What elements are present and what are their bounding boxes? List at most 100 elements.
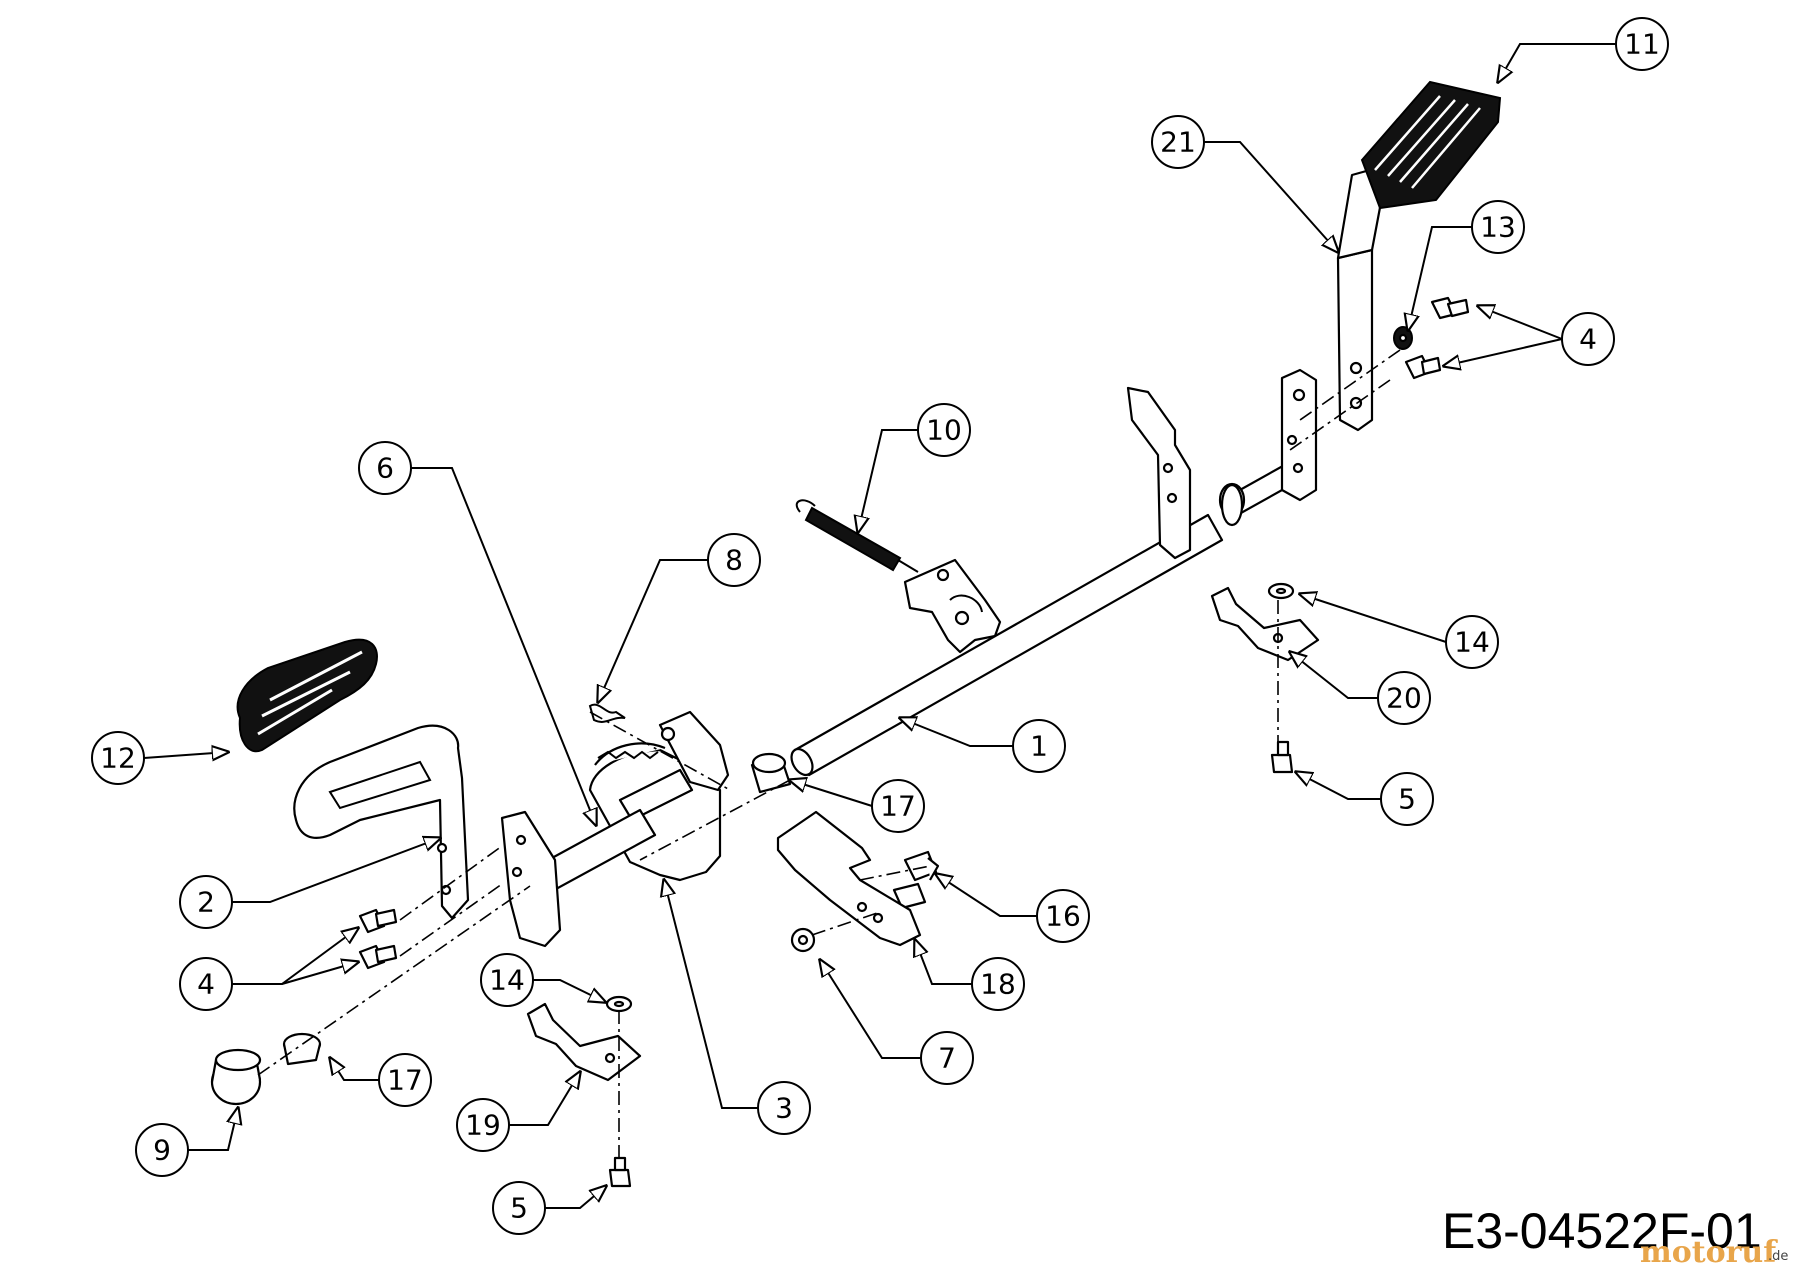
linkage-arm — [776, 810, 922, 947]
callout-balloon — [1471, 200, 1525, 254]
callout-label: 4 — [1579, 323, 1597, 356]
callout-9: 9 — [135, 1123, 189, 1177]
callout-balloon — [1012, 719, 1066, 773]
leader-line-19 — [509, 1072, 580, 1126]
callout-balloon — [1561, 312, 1615, 366]
left-shaft-stub — [500, 808, 657, 948]
callout-8: 8 — [707, 533, 761, 587]
leader-line-2 — [232, 838, 440, 903]
left-pedal-arm — [293, 724, 470, 920]
callout-label: 9 — [153, 1134, 171, 1167]
callout-12: 12 — [91, 731, 145, 785]
callout-label: 14 — [1454, 626, 1490, 659]
callout-balloon — [1445, 615, 1499, 669]
leader-line-6 — [411, 467, 596, 825]
clip-left — [526, 1002, 642, 1082]
callout-balloon — [179, 957, 233, 1011]
callout-label: 1 — [1030, 730, 1048, 763]
spring-part — [795, 499, 919, 573]
callout-21: 21 — [1151, 115, 1205, 169]
shaft-washer — [1220, 483, 1244, 527]
fasteners — [358, 296, 1470, 1188]
leader-line-11 — [1498, 43, 1616, 82]
callout-label: 6 — [376, 452, 394, 485]
callout-label: 5 — [510, 1192, 528, 1225]
callout-balloon — [917, 403, 971, 457]
callout-balloon — [378, 1053, 432, 1107]
callout-balloon — [456, 1098, 510, 1152]
leader-line-1 — [900, 718, 1013, 747]
callout-label: 14 — [489, 964, 525, 997]
callout-2: 2 — [179, 875, 233, 929]
callout-17: 17 — [378, 1053, 432, 1107]
callout-balloon — [179, 875, 233, 929]
callout-18: 18 — [971, 957, 1025, 1011]
callout-label: 10 — [926, 414, 962, 447]
callout-label: 17 — [880, 790, 916, 823]
callout-balloon — [707, 533, 761, 587]
leader-line-14 — [533, 979, 605, 1002]
callout-1: 1 — [1012, 719, 1066, 773]
left-pedal-pad — [236, 638, 378, 753]
callout-balloons: 11 21 13 4 10 6 8 14 20 12 1 17 5 2 16 4 18 14 7 17 3 19 9 5 — [91, 17, 1669, 1235]
callout-label: 3 — [775, 1092, 793, 1125]
callout-5: 5 — [1380, 772, 1434, 826]
callout-balloon — [91, 731, 145, 785]
callout-balloon — [358, 441, 412, 495]
assembly-lines — [257, 349, 1401, 1158]
callout-10: 10 — [917, 403, 971, 457]
callout-balloon — [480, 953, 534, 1007]
callout-balloon — [1377, 671, 1431, 725]
leader-line-17 — [790, 780, 873, 807]
bushing-upper — [750, 752, 792, 794]
callout-label: 16 — [1045, 900, 1081, 933]
callout-label: 19 — [465, 1109, 501, 1142]
callout-label: 2 — [197, 886, 215, 919]
right-pedal-arm — [1280, 163, 1390, 502]
callout-5: 5 — [492, 1181, 546, 1235]
callout-label: 20 — [1386, 682, 1422, 715]
callout-19: 19 — [456, 1098, 510, 1152]
callout-balloon — [971, 957, 1025, 1011]
callout-label: 21 — [1160, 126, 1196, 159]
hairpin-clip — [588, 703, 626, 723]
callout-balloon — [871, 779, 925, 833]
callout-balloon — [757, 1081, 811, 1135]
callout-11: 11 — [1615, 17, 1669, 71]
reference-code: E3-04522F-01 — [1442, 1203, 1762, 1259]
callout-label: 17 — [387, 1064, 423, 1097]
callout-balloon — [492, 1181, 546, 1235]
callout-14: 14 — [1445, 615, 1499, 669]
leader-line-13 — [1408, 226, 1472, 330]
leader-line-10 — [858, 429, 918, 532]
leader-line-3 — [664, 880, 758, 1109]
callout-label: 4 — [197, 968, 215, 1001]
leader-line-18 — [915, 940, 972, 985]
parts-layer — [210, 80, 1502, 1188]
leader-line-4 — [281, 962, 358, 985]
callout-20: 20 — [1377, 671, 1431, 725]
leader-line-9 — [188, 1108, 238, 1151]
callout-label: 5 — [1398, 783, 1416, 816]
callout-label: 8 — [725, 544, 743, 577]
leader-line-4 — [232, 928, 358, 985]
bushing-lower — [282, 1032, 322, 1066]
leader-line-20 — [1290, 652, 1378, 699]
right-pedal-pad — [1360, 80, 1502, 210]
leader-line-4 — [1478, 306, 1563, 340]
callout-leaders — [143, 43, 1616, 1209]
callout-7: 7 — [920, 1031, 974, 1085]
leader-line-17 — [330, 1058, 379, 1081]
callout-3: 3 — [757, 1081, 811, 1135]
cam-plate — [903, 558, 1002, 654]
callout-label: 11 — [1624, 28, 1660, 61]
leader-line-12 — [143, 752, 228, 758]
callout-13: 13 — [1471, 200, 1525, 254]
callout-label: 18 — [980, 968, 1016, 1001]
leader-line-4 — [1444, 338, 1563, 366]
callout-4: 4 — [1561, 312, 1615, 366]
callout-balloon — [1036, 889, 1090, 943]
leader-line-14 — [1300, 594, 1447, 643]
watermark-suffix: .de — [1768, 1249, 1788, 1264]
